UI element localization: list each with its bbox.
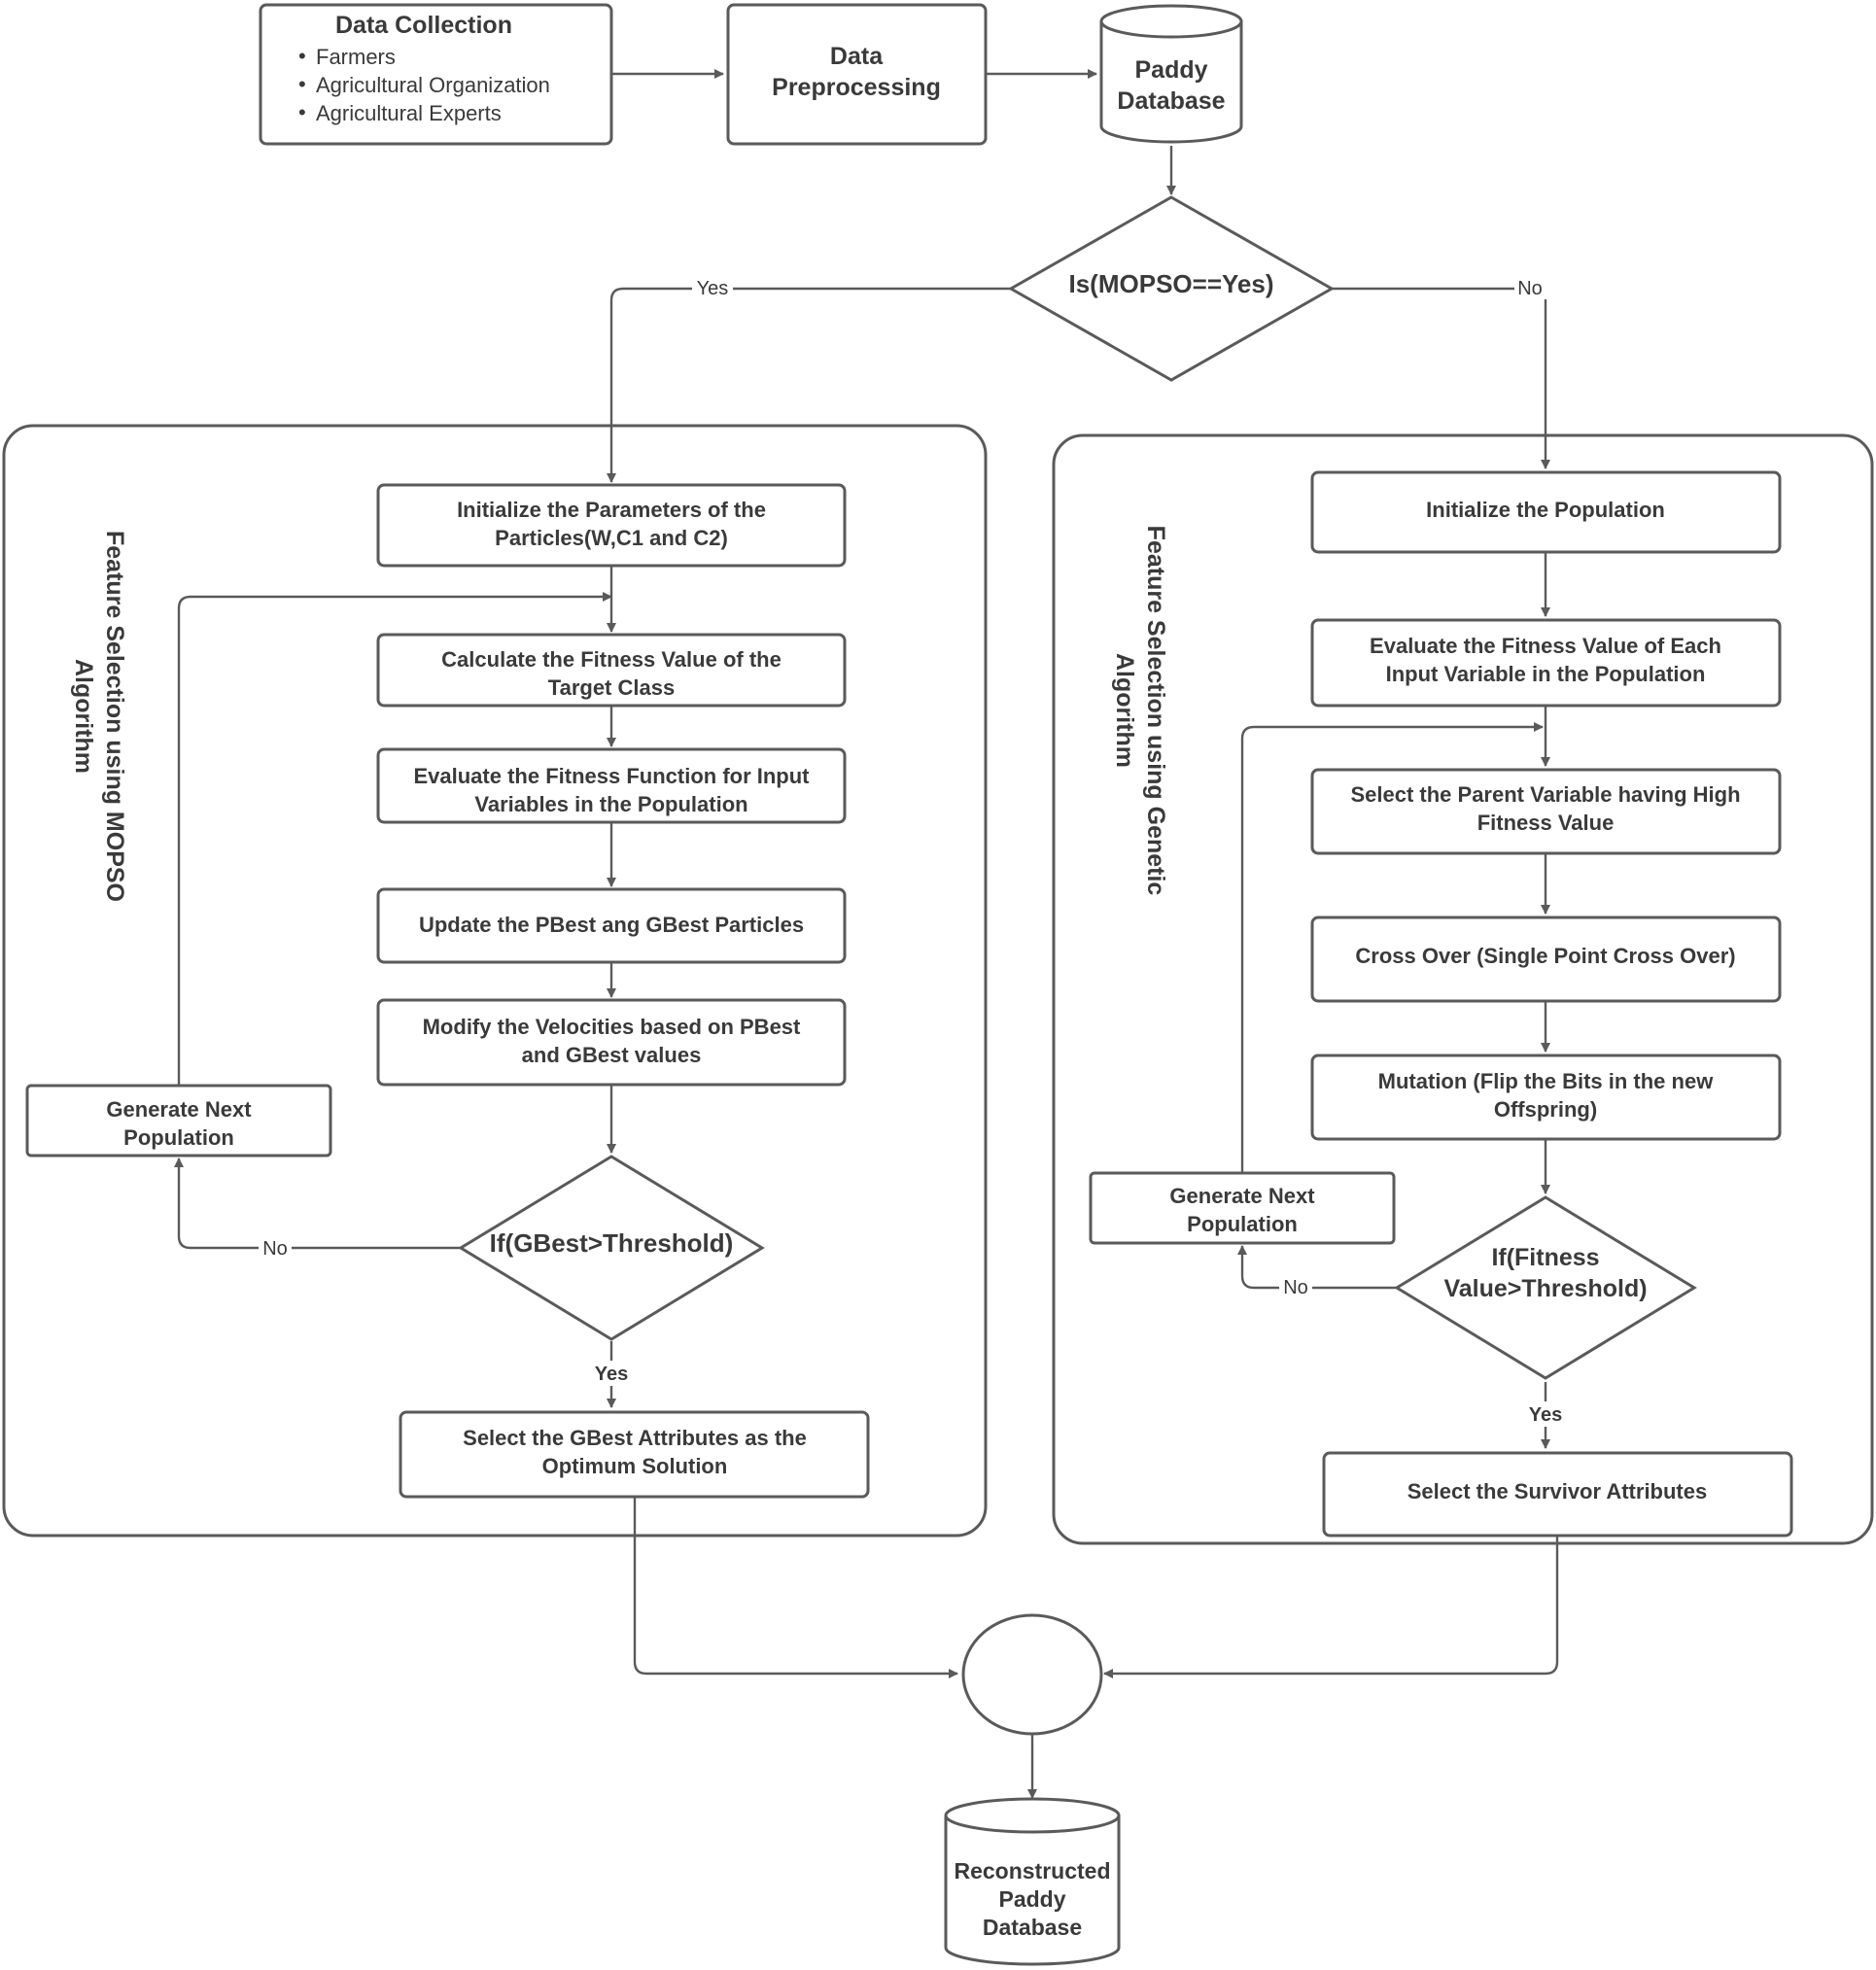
genetic-step-2-line-2: Input Variable in the Population (1386, 662, 1706, 686)
mopso-step-5-line-1: Modify the Velocities based on PBest (423, 1015, 801, 1039)
mopso-step-1: Initialize the Parameters of the Particl… (376, 483, 847, 568)
mopso-step-2-line-1: Calculate the Fitness Value of the (441, 647, 782, 672)
paddy-database-cylinder: Paddy Database (1099, 4, 1243, 144)
mopso-step-3-line-2: Variables in the Population (474, 792, 747, 816)
data-collection-title: Data Collection (335, 12, 512, 39)
mopso-panel (2, 424, 988, 1538)
mopso-title-line-2: Algorithm (70, 659, 97, 774)
preprocessing-label-2: Preprocessing (772, 74, 941, 101)
yes-label-top: Yes (697, 278, 729, 299)
gbest-threshold-decision: If(GBest>Threshold) (458, 1155, 765, 1341)
paddy-db-label-2: Database (1117, 87, 1225, 115)
source-organization: Agricultural Organization (316, 73, 550, 97)
mopso-step-2: Calculate the Fitness Value of the Targe… (376, 633, 847, 708)
paddy-db-label-1: Paddy (1134, 56, 1207, 84)
mopso-decision: Is(MOPSO==Yes) (1007, 195, 1336, 382)
data-collection-box: Data Collection • Farmers • Agricultural… (259, 3, 613, 146)
mopso-step-1-line-2: Particles(W,C1 and C2) (495, 526, 728, 550)
mopso-yes-label: Yes (595, 1364, 628, 1385)
genetic-step-2: Evaluate the Fitness Value of Each Input… (1310, 618, 1782, 708)
genetic-step-5-line-1: Mutation (Flip the Bits in the new (1378, 1069, 1715, 1093)
bullet-3: • (298, 100, 306, 124)
merge-circle (961, 1613, 1103, 1736)
bullet-2: • (298, 72, 306, 96)
genetic-step-4-line-1: Cross Over (Single Point Cross Over) (1355, 944, 1735, 968)
mopso-title-line-1: Feature Selection using MOPSO (101, 531, 128, 902)
connectors (174, 69, 1559, 1799)
reconstructed-database-cylinder: Reconstructed Paddy Database (944, 1797, 1121, 1966)
preprocessing-label-1: Data (830, 43, 884, 70)
mopso-step-3: Evaluate the Fitness Function for Input … (376, 747, 847, 824)
genetic-step-3: Select the Parent Variable having High F… (1310, 768, 1782, 855)
mopso-next-population-line-1: Generate Next (106, 1097, 252, 1122)
mopso-next-population-box: Generate Next Population (25, 1084, 332, 1158)
data-preprocessing-box: Data Preprocessing (726, 3, 988, 146)
genetic-next-population-line-1: Generate Next (1169, 1184, 1315, 1208)
fitness-decision-line-2: Value>Threshold) (1443, 1275, 1647, 1302)
fitness-threshold-decision: If(Fitness Value>Threshold) (1394, 1195, 1697, 1380)
mopso-step-2-line-2: Target Class (548, 675, 675, 700)
genetic-final-box: Select the Survivor Attributes (1322, 1451, 1793, 1538)
gbest-decision-label: If(GBest>Threshold) (490, 1228, 734, 1258)
source-farmers: Farmers (316, 45, 396, 69)
mopso-step-3-line-1: Evaluate the Fitness Function for Input (413, 764, 810, 788)
genetic-step-3-line-1: Select the Parent Variable having High (1350, 782, 1740, 807)
mopso-step-5-line-2: and GBest values (522, 1043, 702, 1067)
genetic-next-population-box: Generate Next Population (1089, 1171, 1396, 1245)
genetic-panel-title: Feature Selection using Genetic Algorith… (1111, 526, 1169, 896)
genetic-step-4: Cross Over (Single Point Cross Over) (1310, 916, 1782, 1003)
mopso-no-label: No (262, 1238, 288, 1260)
mopso-step-1-line-1: Initialize the Parameters of the (457, 498, 766, 522)
genetic-no-label: No (1283, 1277, 1308, 1298)
fitness-decision-line-1: If(Fitness (1491, 1244, 1599, 1271)
genetic-step-1-line-1: Initialize the Population (1426, 498, 1665, 522)
output-db-line-2: Paddy (998, 1886, 1065, 1912)
genetic-step-3-line-2: Fitness Value (1477, 811, 1615, 835)
mopso-final-box: Select the GBest Attributes as the Optim… (399, 1410, 870, 1499)
genetic-step-5-line-2: Offspring) (1494, 1097, 1597, 1122)
mopso-step-5: Modify the Velocities based on PBest and… (376, 998, 847, 1087)
mopso-next-population-line-2: Population (123, 1125, 234, 1150)
source-experts: Agricultural Experts (316, 101, 502, 125)
genetic-title-line-1: Feature Selection using Genetic (1142, 526, 1169, 896)
genetic-title-line-2: Algorithm (1111, 653, 1138, 768)
mopso-step-4: Update the PBest ang GBest Particles (376, 887, 847, 964)
output-db-line-1: Reconstructed (954, 1858, 1110, 1884)
mopso-final-line-2: Optimum Solution (542, 1454, 728, 1478)
genetic-next-population-line-2: Population (1187, 1212, 1298, 1236)
no-label-top: No (1517, 278, 1543, 299)
genetic-step-5: Mutation (Flip the Bits in the new Offsp… (1310, 1054, 1782, 1141)
mopso-decision-label: Is(MOPSO==Yes) (1069, 269, 1274, 298)
genetic-step-2-line-1: Evaluate the Fitness Value of Each (1370, 634, 1721, 658)
mopso-final-line-1: Select the GBest Attributes as the (463, 1426, 807, 1450)
mopso-step-4-line-1: Update the PBest ang GBest Particles (419, 913, 804, 937)
genetic-yes-label: Yes (1529, 1404, 1562, 1426)
genetic-step-1: Initialize the Population (1310, 470, 1782, 554)
mopso-panel-title: Feature Selection using MOPSO Algorithm (70, 531, 128, 902)
genetic-final-line-1: Select the Survivor Attributes (1407, 1479, 1707, 1503)
bullet-1: • (298, 44, 306, 68)
output-db-line-3: Database (983, 1915, 1082, 1940)
